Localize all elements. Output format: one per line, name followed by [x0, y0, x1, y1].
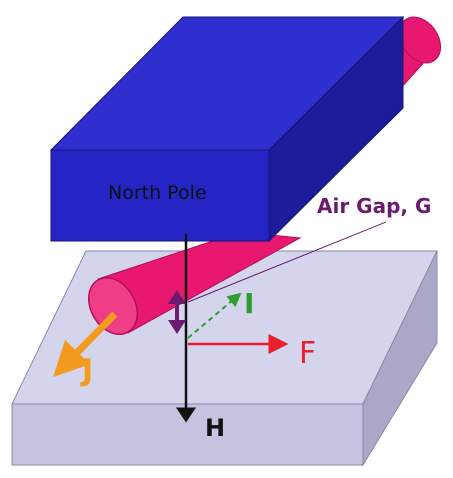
conductor-rod-front [88, 231, 302, 335]
current-density-arrow-j [53, 311, 118, 377]
force-label: F [299, 336, 317, 371]
pole-front-face [50, 149, 270, 242]
conductor-end-cap [88, 277, 138, 335]
current-label: I [244, 287, 255, 320]
air-gap-label: Air Gap, G [317, 194, 432, 218]
base-front-face [11, 403, 364, 466]
field-label: H [205, 414, 226, 442]
air-gap-indicator [168, 290, 186, 334]
current-density-label: J [82, 353, 94, 388]
current-arrow-i [187, 292, 242, 339]
north-pole-label: North Pole [108, 182, 207, 204]
air-gap-leader-line [187, 221, 387, 303]
north-pole-block [49, 15, 405, 243]
